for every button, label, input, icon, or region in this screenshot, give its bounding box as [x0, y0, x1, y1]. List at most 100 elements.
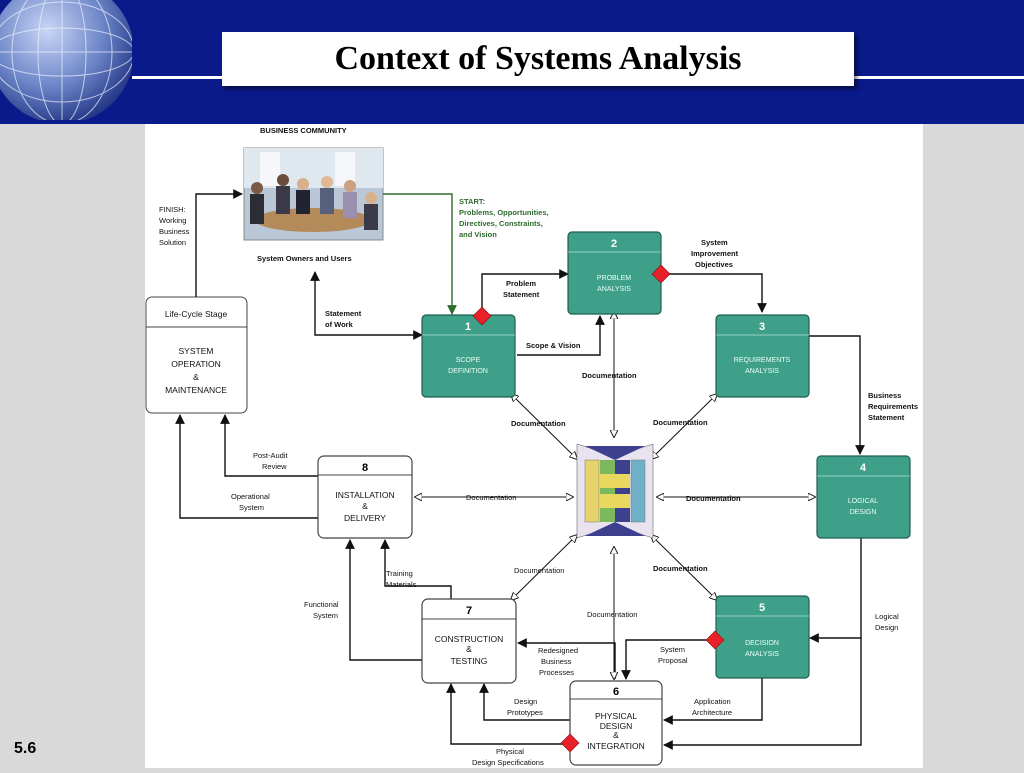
phase-3-number: 3: [759, 321, 765, 333]
decision-diamond-1: [472, 306, 492, 326]
lifecycle-line: OPERATION: [171, 359, 220, 369]
lifecycle-line: SYSTEM: [179, 346, 214, 356]
post-audit-arrow: [220, 414, 318, 477]
phase-4-label: DESIGN: [850, 509, 877, 516]
phase-6-label: INTEGRATION: [587, 741, 644, 751]
flow-label: Scope & Vision: [526, 341, 581, 350]
business-meeting-photo: [243, 147, 384, 241]
finish-note-line: FINISH:: [159, 205, 186, 214]
phase-2-box: 2 PROBLEM ANALYSIS: [567, 231, 662, 315]
flow-label: Statement: [503, 290, 540, 299]
documentation-links: [415, 312, 815, 679]
phase-6-label: DESIGN: [600, 721, 633, 731]
repository-icon: [576, 443, 654, 539]
header-bar: Context of Systems Analysis: [0, 0, 1024, 124]
phase-8-label: INSTALLATION: [335, 490, 394, 500]
flow-label: Training: [386, 569, 413, 578]
slide-number: 5.6: [14, 740, 37, 757]
flow-label: Functional: [304, 600, 339, 609]
phase-1-box: 1 SCOPE DEFINITION: [421, 314, 516, 398]
phase-1-label: DEFINITION: [448, 368, 488, 375]
diagram-canvas: BUSINESS COMMUNITY System Owners and Use…: [145, 124, 923, 768]
lifecycle-stage-box: Life-Cycle Stage SYSTEM OPERATION & MAIN…: [145, 296, 248, 414]
phase-2-label: ANALYSIS: [597, 286, 631, 293]
globe-icon: [0, 0, 132, 120]
flow-label: Materials: [386, 580, 417, 589]
flow-label: System: [313, 611, 338, 620]
finish-note: FINISH: Working Business Solution: [159, 205, 190, 247]
phase-8-number: 8: [362, 462, 368, 474]
flow-label: Business: [868, 391, 901, 400]
page-title: Context of Systems Analysis: [334, 40, 742, 77]
phase-7-number: 7: [466, 605, 472, 617]
design-prototypes-arrow: [479, 683, 570, 721]
phase-6-label: &: [613, 730, 619, 740]
flow-label: Design: [514, 697, 537, 706]
doc-link-3: [651, 394, 717, 459]
phase-1-label: SCOPE: [456, 357, 481, 364]
phase-2-label: PROBLEM: [597, 275, 631, 282]
flow-label: Design Specifications: [472, 758, 544, 767]
phase-3-label: ANALYSIS: [745, 368, 779, 375]
flow-label: Processes: [539, 668, 574, 677]
statement-of-work-arrow: [310, 271, 423, 340]
documentation-label: Documentation: [587, 610, 637, 619]
operational-system-arrow: [175, 414, 318, 519]
flow-label: System: [701, 238, 728, 247]
decision-diamond-5: [705, 630, 725, 650]
phase-8-box: 8 INSTALLATION & DELIVERY: [317, 455, 413, 539]
flow-label: Operational: [231, 492, 270, 501]
start-arrow: [383, 193, 457, 315]
context-diagram: BUSINESS COMMUNITY System Owners and Use…: [145, 126, 918, 767]
logical-design-arrow: [809, 537, 862, 643]
community-heading: BUSINESS COMMUNITY: [260, 126, 347, 135]
phase-8-label: DELIVERY: [344, 513, 386, 523]
phase-7-label: &: [466, 644, 472, 654]
logical-design-to-6-arrow: [663, 638, 862, 750]
start-note-line: Directives, Constraints,: [459, 219, 543, 228]
flow-label: Statement: [325, 309, 362, 318]
flow-label: Prototypes: [507, 708, 543, 717]
documentation-label: Documentation: [514, 566, 564, 575]
decision-diamond-6: [560, 733, 580, 753]
flow-label: Proposal: [658, 656, 688, 665]
business-requirements-arrow: [809, 335, 865, 455]
connectors: [175, 189, 865, 750]
documentation-label: Documentation: [653, 564, 708, 573]
start-note: START: Problems, Opportunities, Directiv…: [459, 197, 549, 239]
phase-1-number: 1: [465, 321, 471, 333]
lifecycle-line: &: [193, 372, 199, 382]
scope-vision-arrow: [517, 315, 605, 356]
phase-8-label: &: [362, 501, 368, 511]
phase-4-label: LOGICAL: [848, 498, 878, 505]
phase-4-box: 4 LOGICAL DESIGN: [816, 455, 911, 539]
flow-label: Design: [875, 623, 898, 632]
documentation-label: Documentation: [466, 493, 516, 502]
phase-7-box: 7 CONSTRUCTION & TESTING: [421, 598, 517, 684]
flow-label: Business: [541, 657, 572, 666]
flow-label: System: [660, 645, 685, 654]
decision-diamond-2: [651, 264, 671, 284]
documentation-label: Documentation: [511, 419, 566, 428]
phase-7-label: TESTING: [451, 656, 488, 666]
flow-label: Requirements: [868, 402, 918, 411]
flow-label: Objectives: [695, 260, 733, 269]
phase-6-number: 6: [613, 686, 619, 698]
application-architecture-arrow: [663, 677, 763, 725]
flow-label: Post-Audit: [253, 451, 289, 460]
documentation-label: Documentation: [653, 418, 708, 427]
lifecycle-line: MAINTENANCE: [165, 385, 227, 395]
flow-label: Architecture: [692, 708, 732, 717]
decision-diamonds: [472, 264, 725, 753]
doc-link-1: [511, 394, 577, 459]
flow-label: Physical: [496, 747, 524, 756]
flow-label: Problem: [506, 279, 536, 288]
flow-label: Improvement: [691, 249, 739, 258]
finish-note-line: Working: [159, 216, 186, 225]
flow-label: Application: [694, 697, 731, 706]
phase-5-number: 5: [759, 602, 765, 614]
flow-label: Statement: [868, 413, 905, 422]
community-caption: System Owners and Users: [257, 254, 352, 263]
finish-note-line: Business: [159, 227, 190, 236]
phase-2-number: 2: [611, 238, 617, 250]
